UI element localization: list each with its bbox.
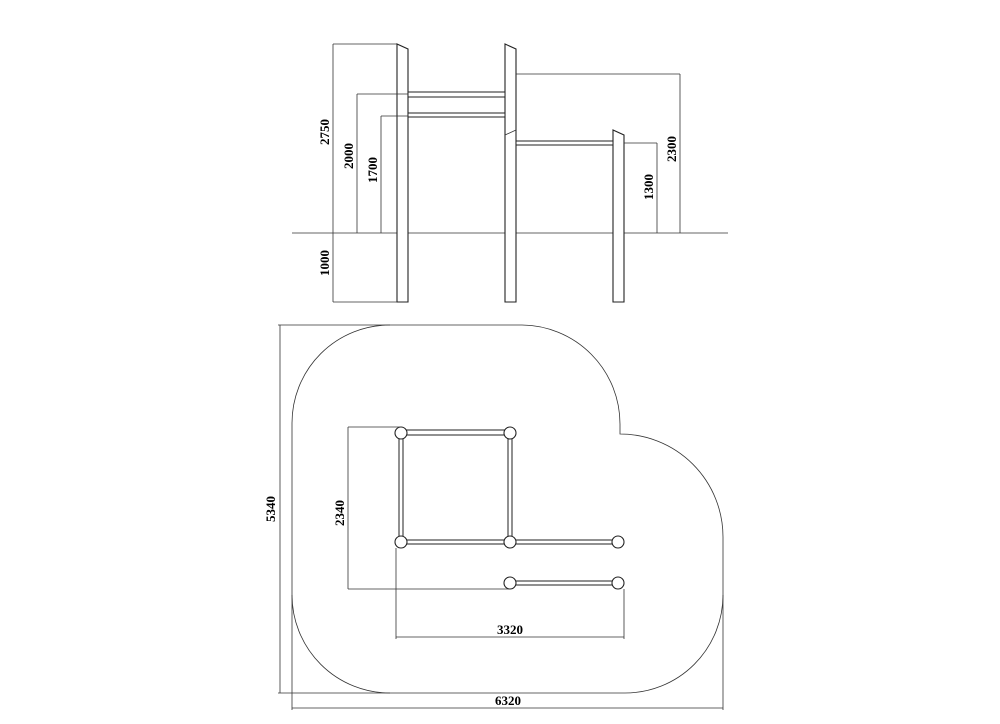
post-circle: [394, 535, 408, 549]
left-post: [396, 43, 409, 303]
dim-2300-label: 2300: [664, 136, 679, 162]
upper-bar: [407, 91, 506, 98]
post-circle: [611, 576, 625, 590]
elevation-view: 2750 2000 1700 1000 2300 1300: [292, 43, 728, 303]
post-circle: [394, 426, 408, 440]
plan-bar-top: [401, 429, 511, 436]
plan-bar-left: [398, 432, 404, 543]
lower-bar: [407, 112, 506, 118]
dim-1300-label: 1300: [641, 174, 656, 200]
plan-bar-bottom: [509, 580, 619, 586]
post-circle: [503, 535, 517, 549]
dim-2750-label: 2750: [317, 119, 332, 145]
dim-1000-label: 1000: [317, 250, 332, 276]
right-post: [612, 129, 625, 303]
dim-6320-label: 6320: [495, 693, 521, 708]
post-circle: [611, 535, 625, 549]
post-circle: [503, 426, 517, 440]
plan-bar-right: [507, 432, 513, 543]
post-circle: [503, 576, 517, 590]
dim-1700-label: 1700: [365, 157, 380, 183]
dim-3320-label: 3320: [497, 622, 523, 637]
plan-view: 2340 3320 5340 6320: [263, 324, 724, 710]
middle-post: [504, 43, 517, 303]
middle-post-notch: [504, 129, 517, 136]
dim-5340-label: 5340: [263, 496, 278, 522]
dim-2000-label: 2000: [341, 143, 356, 169]
dim-2340-label: 2340: [332, 500, 347, 526]
safety-zone-outline: [291, 324, 724, 694]
low-bar: [515, 140, 614, 146]
